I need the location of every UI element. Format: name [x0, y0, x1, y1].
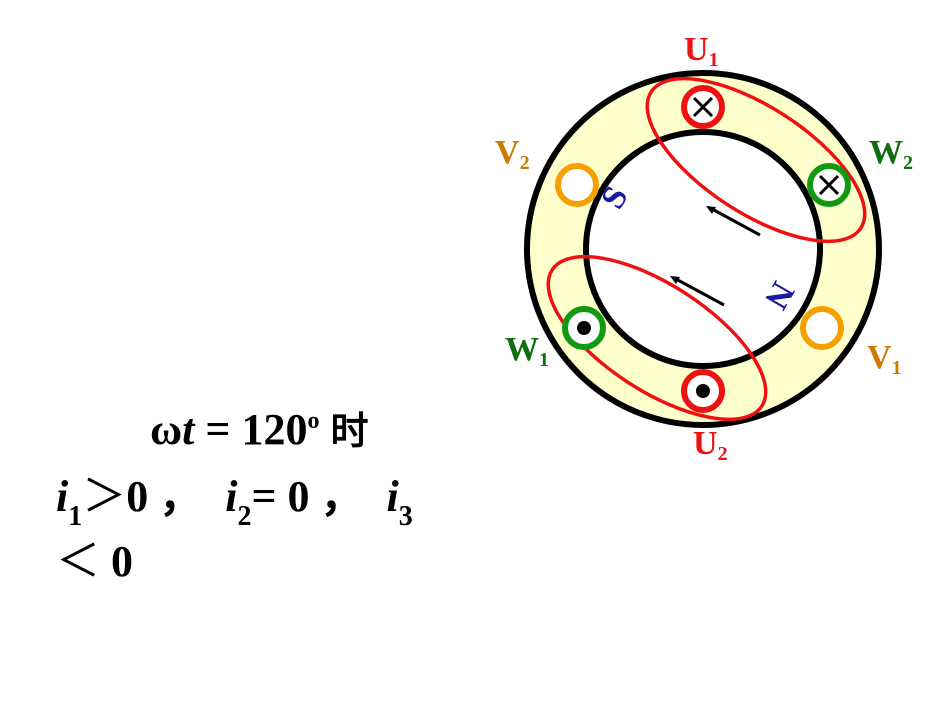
slot-W2-cross — [807, 163, 851, 207]
slot-U1-cross — [681, 85, 725, 129]
flux-arrow-bottom — [670, 276, 725, 307]
label-V2: V2 — [495, 134, 530, 174]
equation-line-3: ＜ 0 — [56, 537, 133, 586]
label-U2: U2 — [693, 425, 728, 465]
slot-U2-dot — [681, 369, 725, 413]
label-W1: W1 — [505, 331, 549, 371]
slot-V1-empty — [800, 306, 844, 350]
label-W2: W2 — [869, 134, 913, 174]
label-V1: V1 — [867, 339, 902, 379]
coil-loop-bottom — [546, 254, 768, 422]
slot-W1-dot — [562, 306, 606, 350]
equation-line-1: ωt = 120o 时 — [150, 405, 369, 454]
label-U1: U1 — [684, 31, 719, 71]
slot-V2-empty — [555, 163, 599, 207]
equation-line-2: i1＞0 ， i2= 0 ， i3 — [56, 472, 413, 532]
flux-arrow-top — [706, 206, 761, 237]
rotor-bore — [583, 129, 823, 369]
coil-loop-top — [645, 76, 867, 244]
